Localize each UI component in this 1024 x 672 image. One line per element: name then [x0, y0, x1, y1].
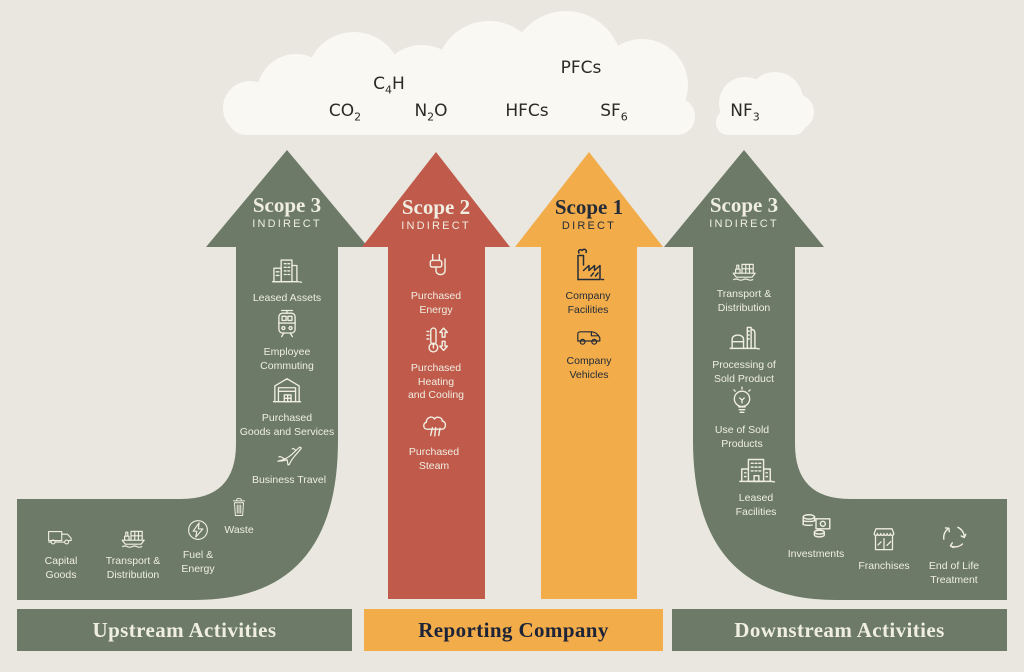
scope2-subtitle: INDIRECT	[401, 220, 471, 233]
scope2-header: Scope 2 INDIRECT	[361, 196, 511, 232]
item-processing-sold-product: Processing of Sold Product	[684, 317, 804, 386]
scope3-left-title: Scope 3	[252, 193, 322, 217]
factory-icon	[577, 248, 605, 281]
buildings-icon	[271, 259, 303, 283]
item-label: Purchased Goods and Services	[239, 412, 335, 438]
item-leased-assets: Leased Assets	[227, 252, 347, 306]
gas-c4h: C4H	[373, 74, 405, 97]
downstream-activities-label: Downstream Activities	[734, 617, 945, 642]
item-transport-distribution-up: Transport & Distribution	[73, 519, 193, 582]
cargo-ship-icon	[732, 263, 756, 281]
item-purchased-energy: Purchased Energy	[376, 248, 496, 317]
item-franchises: Franchises	[824, 522, 944, 574]
item-label: Franchises	[858, 560, 910, 572]
gas-co2: CO2	[328, 101, 362, 124]
item-label: Company Facilities	[565, 290, 611, 316]
item-label: Fuel & Energy	[181, 549, 215, 575]
steam-icon	[423, 416, 447, 437]
item-purchased-heating-cooling: Purchased Heating and Cooling	[376, 320, 496, 403]
scope1-subtitle: DIRECT	[561, 220, 617, 233]
scope2-title: Scope 2	[401, 195, 471, 219]
gas-nf3: NF3	[730, 101, 760, 124]
gas-sf6: SF6	[600, 101, 628, 124]
upstream-activities-bar: Upstream Activities	[17, 609, 352, 651]
bulb-icon	[733, 386, 751, 414]
item-business-travel: Business Travel	[229, 438, 349, 488]
item-investments: Investments	[756, 506, 876, 562]
item-purchased-goods: Purchased Goods and Services	[227, 372, 347, 439]
item-label: Transport & Distribution	[105, 555, 161, 581]
warehouse-icon	[272, 378, 302, 403]
item-employee-commuting: Employee Commuting	[227, 306, 347, 373]
item-label: Purchased Energy	[410, 290, 462, 316]
item-label: Use of Sold Products	[714, 424, 770, 450]
gas-pfcs: PFCs	[560, 58, 602, 78]
item-company-facilities: Company Facilities	[528, 246, 648, 317]
cloud-shape	[223, 11, 814, 135]
item-leased-facilities: Leased Facilities	[696, 450, 816, 519]
item-label: Leased Facilities	[735, 492, 777, 518]
gas-hfcs: HFCs	[505, 101, 549, 121]
scope1-title: Scope 1	[554, 195, 624, 219]
scope2-arrow	[362, 152, 510, 599]
gas-n2o: N2O	[414, 101, 448, 124]
truck-icon	[48, 530, 72, 545]
airplane-icon	[277, 446, 302, 466]
reporting-company-bar: Reporting Company	[364, 609, 663, 651]
downstream-scope3-header: Scope 3 INDIRECT	[669, 194, 819, 230]
item-label: Capital Goods	[44, 555, 78, 581]
item-fuel-energy: Fuel & Energy	[138, 515, 258, 576]
item-label: Waste	[224, 524, 254, 536]
item-capital-goods: Capital Goods	[1, 521, 121, 582]
item-label: Processing of Sold Product	[712, 359, 776, 385]
scope3-right-title: Scope 3	[709, 193, 779, 217]
item-label: Employee Commuting	[260, 346, 314, 372]
item-use-of-sold-products: Use of Sold Products	[682, 384, 802, 451]
upstream-scope3-header: Scope 3 INDIRECT	[212, 194, 362, 230]
item-waste: Waste	[179, 494, 299, 538]
upstream-scope3-arrow	[17, 150, 368, 600]
item-label: Investments	[787, 548, 845, 560]
downstream-scope3-arrow	[664, 150, 1007, 600]
recycle-icon	[942, 526, 967, 549]
tram-icon	[278, 309, 296, 338]
scope3-left-subtitle: INDIRECT	[252, 218, 322, 231]
downstream-activities-bar: Downstream Activities	[672, 609, 1007, 651]
item-purchased-steam: Purchased Steam	[374, 404, 494, 473]
item-label: Purchased Steam	[408, 446, 460, 472]
item-label: Leased Assets	[252, 292, 322, 304]
upstream-activities-label: Upstream Activities	[92, 617, 277, 642]
refinery-icon	[729, 326, 760, 350]
office-icon	[739, 458, 775, 483]
van-icon	[577, 331, 601, 345]
thermometer-icon	[426, 327, 449, 353]
scope1-header: Scope 1 DIRECT	[514, 196, 664, 232]
scope1-arrow	[515, 152, 663, 599]
scope3-right-subtitle: INDIRECT	[709, 218, 779, 231]
item-transport-distribution-down: Transport & Distribution	[684, 252, 804, 315]
plug-icon	[429, 253, 446, 276]
item-end-of-life-treatment: End of Life Treatment	[894, 518, 1014, 587]
reporting-company-label: Reporting Company	[418, 617, 609, 642]
item-label: Transport & Distribution	[716, 288, 772, 314]
item-label: Business Travel	[251, 474, 327, 486]
item-label: Purchased Heating and Cooling	[407, 362, 465, 402]
item-label: End of Life Treatment	[928, 560, 980, 586]
item-company-vehicles: Company Vehicles	[529, 319, 649, 382]
item-label: Company Vehicles	[566, 355, 612, 381]
